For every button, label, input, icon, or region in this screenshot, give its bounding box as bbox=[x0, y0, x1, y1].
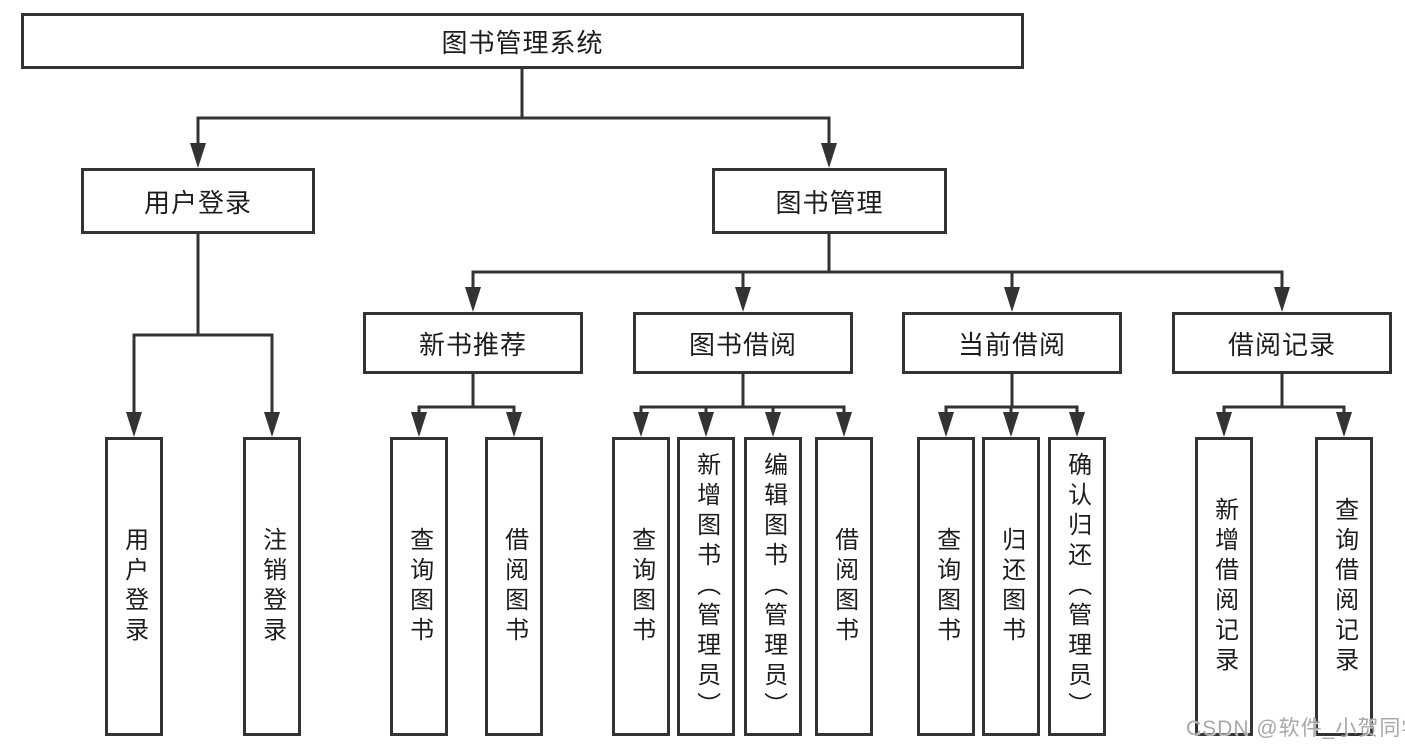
leaf-logout: 注销登录 bbox=[243, 437, 301, 736]
leaf-label: 查询图书 bbox=[405, 526, 433, 647]
node-library-system: 图书管理系统 bbox=[21, 13, 1024, 69]
leaf-return-book: 归还图书 bbox=[982, 437, 1040, 736]
leaf-add-borrow-record: 新增借阅记录 bbox=[1195, 437, 1253, 736]
node-current-borrow: 当前借阅 bbox=[902, 312, 1122, 374]
leaf-label: 编辑图书（管理员） bbox=[759, 451, 787, 722]
leaf-label: 查询图书 bbox=[932, 526, 960, 647]
leaf-query-books-2: 查询图书 bbox=[612, 437, 670, 736]
leaf-label: 查询借阅记录 bbox=[1330, 496, 1358, 677]
node-label: 用户登录 bbox=[143, 187, 252, 218]
node-label: 图书管理 bbox=[775, 187, 884, 218]
node-label: 当前借阅 bbox=[957, 329, 1066, 360]
leaf-query-books-3: 查询图书 bbox=[917, 437, 975, 736]
node-book-borrow: 图书借阅 bbox=[633, 312, 853, 374]
leaf-query-books-1: 查询图书 bbox=[390, 437, 448, 736]
leaf-label: 用户登录 bbox=[120, 526, 148, 647]
leaf-label: 确认归还（管理员） bbox=[1063, 451, 1091, 722]
node-label: 图书管理系统 bbox=[441, 27, 604, 58]
leaf-borrow-books-2: 借阅图书 bbox=[815, 437, 873, 736]
node-user-login: 用户登录 bbox=[81, 168, 315, 234]
csdn-watermark: CSDN @软件_小贺同学 bbox=[1186, 717, 1405, 740]
leaf-confirm-return-admin: 确认归还（管理员） bbox=[1048, 437, 1106, 736]
leaf-label: 借阅图书 bbox=[830, 526, 858, 647]
leaf-label: 注销登录 bbox=[258, 526, 286, 647]
node-label: 新书推荐 bbox=[418, 329, 527, 360]
leaf-add-book-admin: 新增图书（管理员） bbox=[677, 437, 735, 736]
leaf-borrow-books-1: 借阅图书 bbox=[485, 437, 543, 736]
leaf-label: 归还图书 bbox=[997, 526, 1025, 647]
node-new-book-recommend: 新书推荐 bbox=[363, 312, 583, 374]
leaf-label: 新增借阅记录 bbox=[1210, 496, 1238, 677]
node-book-management: 图书管理 bbox=[712, 168, 947, 234]
node-label: 图书借阅 bbox=[688, 329, 797, 360]
leaf-label: 查询图书 bbox=[627, 526, 655, 647]
leaf-user-login: 用户登录 bbox=[105, 437, 163, 736]
node-borrow-records: 借阅记录 bbox=[1172, 312, 1392, 374]
node-label: 借阅记录 bbox=[1227, 329, 1336, 360]
leaf-label: 借阅图书 bbox=[500, 526, 528, 647]
leaf-query-borrow-record: 查询借阅记录 bbox=[1315, 437, 1373, 736]
leaf-edit-book-admin: 编辑图书（管理员） bbox=[744, 437, 802, 736]
leaf-label: 新增图书（管理员） bbox=[692, 451, 720, 722]
